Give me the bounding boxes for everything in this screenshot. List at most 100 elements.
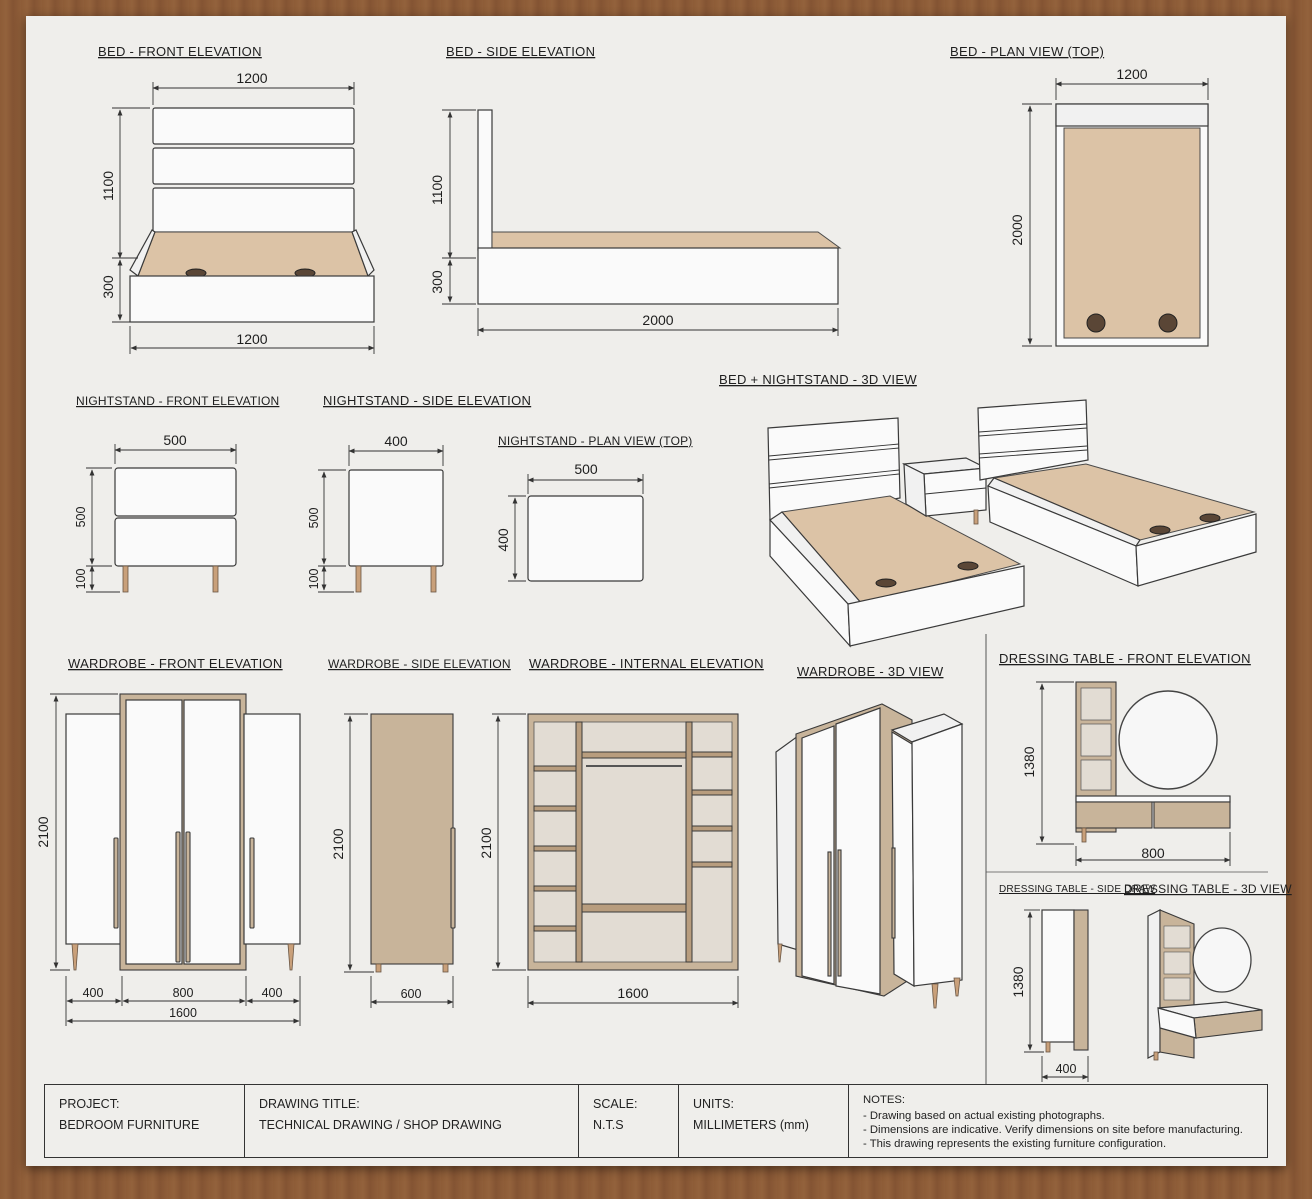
- ns-front-leg-height: 100: [74, 569, 88, 590]
- bed-3d-title: BED + NIGHTSTAND - 3D VIEW: [719, 372, 917, 387]
- right-headboard: [977, 399, 1089, 481]
- project-label: PROJECT:: [59, 1097, 120, 1111]
- dt-3d-title: DRESSING TABLE - 3D VIEW: [1124, 882, 1292, 896]
- note-line: - This drawing represents the existing f…: [863, 1138, 1167, 1150]
- drawing-title-label: DRAWING TITLE:: [259, 1097, 360, 1111]
- units-value: MILLIMETERS (mm): [693, 1118, 809, 1132]
- ns-plan-depth: 400: [495, 528, 511, 552]
- title-block: PROJECT: BEDROOM FURNITURE DRAWING TITLE…: [44, 1084, 1268, 1158]
- wd-front-right-width: 400: [262, 986, 283, 1000]
- notes-cell: NOTES: - Drawing based on actual existin…: [849, 1085, 1267, 1157]
- wd-front-total-width: 1600: [169, 1006, 197, 1020]
- bed-side-title: BED - SIDE ELEVATION: [446, 44, 595, 59]
- units-label: UNITS:: [693, 1097, 734, 1111]
- wardrobe-center-door-right: [183, 699, 241, 965]
- note-line: - Dimensions are indicative. Verify dime…: [863, 1124, 1243, 1136]
- scale-value: N.T.S: [593, 1118, 624, 1132]
- dt-3d-mirror: [1192, 927, 1252, 993]
- bed-front-width-bottom: 1200: [236, 331, 267, 347]
- nightstand-side-elevation: NIGHTSTAND - SIDE ELEVATION 400 500 100: [307, 393, 531, 593]
- wardrobe-side-elevation: WARDROBE - SIDE ELEVATION 2100 600: [328, 657, 511, 1008]
- dressing-table-front-elevation: DRESSING TABLE - FRONT ELEVATION 1380 80…: [999, 651, 1251, 866]
- dressing-table-3d-view: DRESSING TABLE - 3D VIEW: [1124, 882, 1292, 1061]
- ns-front-body-height: 500: [74, 507, 88, 528]
- wardrobe-left-door: [65, 713, 123, 945]
- wd-internal-height: 2100: [478, 827, 494, 858]
- drawing-title-cell: DRAWING TITLE: TECHNICAL DRAWING / SHOP …: [245, 1085, 579, 1157]
- bed-side-head-height: 1100: [429, 175, 445, 205]
- ns-plan-width: 500: [574, 461, 598, 477]
- headboard-slat: [152, 107, 355, 145]
- notes-label: NOTES:: [863, 1094, 906, 1106]
- dt-front-height: 1380: [1021, 746, 1037, 777]
- bed-platform: [491, 231, 842, 249]
- headboard-side: [477, 109, 493, 251]
- wd-internal-width: 1600: [617, 985, 648, 1001]
- project-value: BEDROOM FURNITURE: [59, 1118, 200, 1132]
- units-cell: UNITS: MILLIMETERS (mm): [679, 1085, 849, 1157]
- ns-side-body: [348, 469, 444, 567]
- project-cell: PROJECT: BEDROOM FURNITURE: [45, 1085, 245, 1157]
- wd-side-depth: 600: [401, 987, 422, 1001]
- left-bed-base: [847, 565, 1025, 647]
- bed-nightstand-3d-view: BED + NIGHTSTAND - 3D VIEW: [719, 372, 1257, 648]
- bed-side-elevation: BED - SIDE ELEVATION 1100 300 2000: [429, 44, 842, 336]
- ns-front-title: NIGHTSTAND - FRONT ELEVATION: [76, 394, 279, 408]
- bed-front-base-height: 300: [100, 275, 116, 299]
- ns-plan-title: NIGHTSTAND - PLAN VIEW (TOP): [498, 434, 693, 448]
- bed-side-base-height: 300: [429, 270, 445, 294]
- bed-base: [129, 275, 375, 323]
- bed-front-title: BED - FRONT ELEVATION: [98, 44, 262, 59]
- wd-front-title: WARDROBE - FRONT ELEVATION: [68, 656, 283, 671]
- dt-mirror: [1118, 690, 1218, 790]
- wd-front-height: 2100: [35, 816, 51, 847]
- wardrobe-internal-elevation: WARDROBE - INTERNAL ELEVATION 2100 1600: [478, 656, 764, 1008]
- bed-plan-length: 2000: [1009, 214, 1025, 245]
- nightstand-plan-view: NIGHTSTAND - PLAN VIEW (TOP) 500 400: [495, 434, 693, 582]
- ns-3d-front: [923, 467, 987, 517]
- headboard-slat: [152, 147, 355, 185]
- wd-3d-title: WARDROBE - 3D VIEW: [797, 664, 944, 679]
- ns-plan-top: [527, 495, 644, 582]
- wd-front-left-width: 400: [83, 986, 104, 1000]
- bed-plan-view: BED - PLAN VIEW (TOP) 1200 2000: [950, 44, 1209, 347]
- bed-plan-width: 1200: [1116, 66, 1147, 82]
- bed-base-side: [477, 247, 839, 305]
- ns-front-width: 500: [163, 432, 187, 448]
- drawing-title-value: TECHNICAL DRAWING / SHOP DRAWING: [259, 1118, 502, 1132]
- wardrobe-3d-left-side: [775, 734, 799, 951]
- bed-platform-top: [1063, 127, 1201, 339]
- nightstand-front-elevation: NIGHTSTAND - FRONT ELEVATION 500 500 100: [74, 394, 279, 593]
- bed-front-width-top: 1200: [236, 70, 267, 86]
- wardrobe-center-door-left: [125, 699, 183, 965]
- dressing-table-side-elevation: DRESSING TABLE - SIDE DRAW 1380 400: [999, 884, 1156, 1082]
- left-headboard: [767, 417, 901, 521]
- right-bed-base: [1135, 513, 1257, 587]
- wardrobe-side-panel: [370, 713, 454, 965]
- bed-plan-title: BED - PLAN VIEW (TOP): [950, 44, 1104, 59]
- bed-front-elevation: BED - FRONT ELEVATION 1200 1100 300 1200: [98, 44, 375, 354]
- wd-side-title: WARDROBE - SIDE ELEVATION: [328, 657, 511, 671]
- dt-front-width: 800: [1141, 845, 1165, 861]
- dt-side-title: DRESSING TABLE - SIDE DRAW: [999, 884, 1156, 895]
- ns-side-body-height: 500: [307, 508, 321, 529]
- scale-cell: SCALE: N.T.S: [579, 1085, 679, 1157]
- ns-drawer-bottom: [114, 517, 237, 567]
- wardrobe-3d-right-door: [911, 723, 963, 987]
- ns-side-title: NIGHTSTAND - SIDE ELEVATION: [323, 393, 531, 408]
- wd-front-mid-width: 800: [173, 986, 194, 1000]
- dt-side-depth: 400: [1056, 1062, 1077, 1076]
- note-line: - Drawing based on actual existing photo…: [863, 1110, 1105, 1122]
- scale-label: SCALE:: [593, 1097, 638, 1111]
- bed-front-head-height: 1100: [100, 171, 116, 201]
- wd-internal-title: WARDROBE - INTERNAL ELEVATION: [529, 656, 764, 671]
- dt-front-title: DRESSING TABLE - FRONT ELEVATION: [999, 651, 1251, 666]
- wardrobe-right-door: [243, 713, 301, 945]
- dt-desk-top: [1075, 795, 1231, 803]
- bed-platform: [137, 231, 369, 277]
- wardrobe-front-elevation: WARDROBE - FRONT ELEVATION 2100 400 800 …: [35, 656, 301, 1026]
- dt-side-panel: [1041, 909, 1075, 1043]
- ns-side-depth: 400: [384, 433, 408, 449]
- ns-drawer-top: [114, 467, 237, 517]
